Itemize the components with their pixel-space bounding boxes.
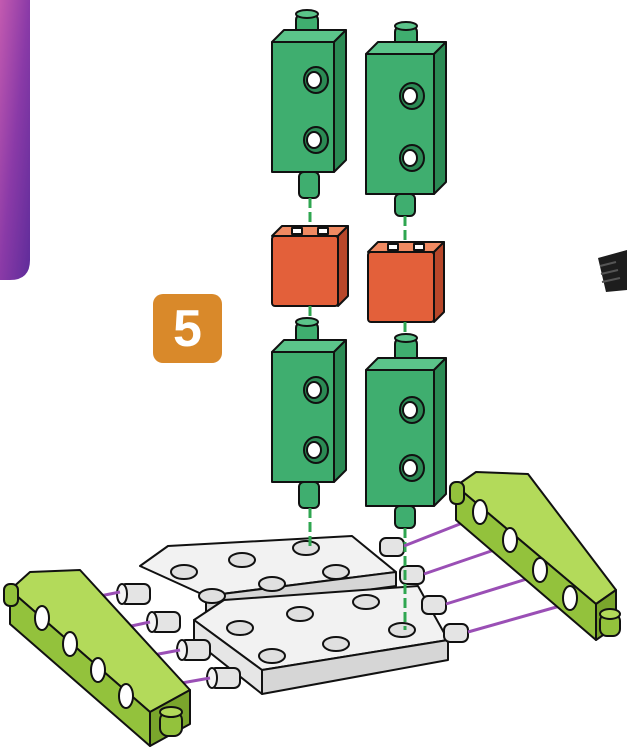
red-connector-left	[271, 225, 349, 307]
green-block-top-left	[271, 9, 347, 199]
black-connector-piece	[598, 250, 627, 292]
green-block-bottom-left	[271, 317, 347, 509]
green-block-top-right	[365, 21, 447, 217]
corner-panel	[0, 0, 30, 280]
lime-side-bar-left	[3, 569, 191, 747]
lime-side-bar-right	[449, 471, 621, 641]
green-block-bottom-right	[365, 333, 447, 529]
white-base-plate-front	[193, 585, 449, 695]
red-connector-right	[367, 241, 445, 323]
step-number-badge: 5	[153, 294, 222, 363]
purple-guide-lines	[89, 518, 561, 686]
